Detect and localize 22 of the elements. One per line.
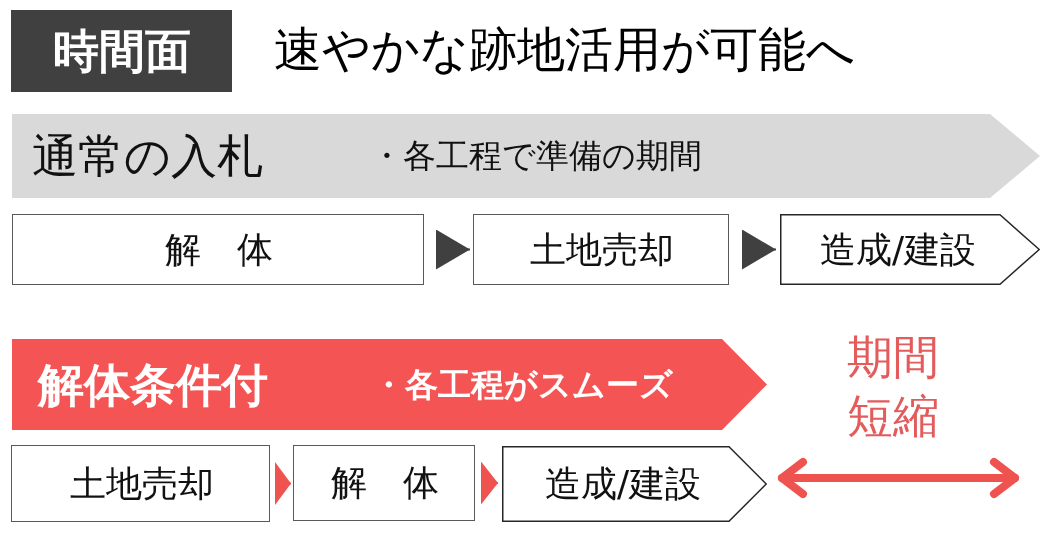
banner-note: ・各工程がスムーズ [372,365,673,404]
step-label: 造成/建設 [545,463,702,505]
process-arrow-box [780,214,1040,285]
section-tag [11,10,232,92]
step-label: 土地売却 [69,462,214,505]
process-box [293,445,475,521]
process-arrow-box [502,446,767,522]
process-box [11,445,270,522]
banner-heading: 解体条件付 [38,358,268,411]
banner-heading: 通常の入札 [32,129,263,183]
step-label: 解 体 [165,228,273,271]
process-box [12,214,424,285]
tag-label: 時間面 [52,24,191,78]
step-label: 解 体 [331,462,439,504]
banner-note: ・各工程で準備の期間 [370,137,702,175]
arrow [478,461,499,505]
process-box [473,214,729,285]
step-label: 土地売却 [530,228,674,271]
callout-text: 期間短縮 [846,329,940,445]
step-label: 造成/建設 [819,228,977,271]
banner-arrow [12,339,767,430]
title: 速やかな跡地活用が可能へ [274,22,855,78]
